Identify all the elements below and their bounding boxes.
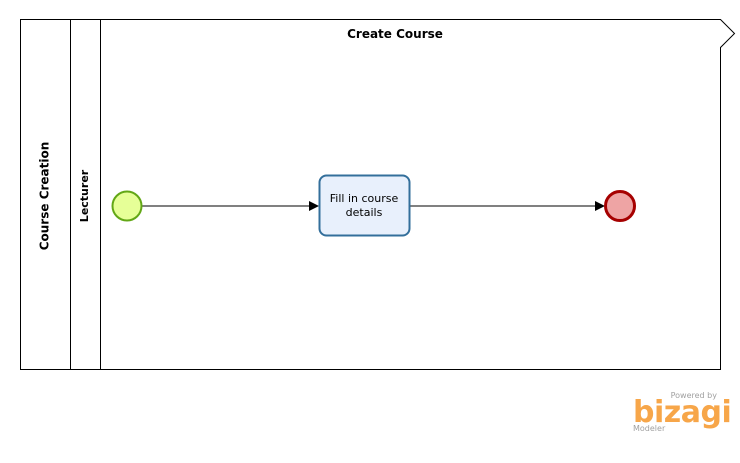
task-shape[interactable] [318,174,411,237]
task-label-line2: details [346,206,383,219]
end-event[interactable] [604,190,636,222]
powered-by-text: Powered by [671,391,718,400]
pool-label: Course Creation [38,142,52,251]
task-label-line1: Fill in course [330,192,399,205]
lane-label: Lecturer [78,169,91,222]
start-event[interactable] [111,190,143,222]
bizagi-watermark: Powered by bizagi Modeler [633,391,732,433]
phase-label: Create Course [347,27,443,41]
task-fill-in-course-details[interactable]: Fill in course details [318,174,411,237]
modeler-text: Modeler [633,424,666,433]
bizagi-logo: bizagi [633,395,731,430]
